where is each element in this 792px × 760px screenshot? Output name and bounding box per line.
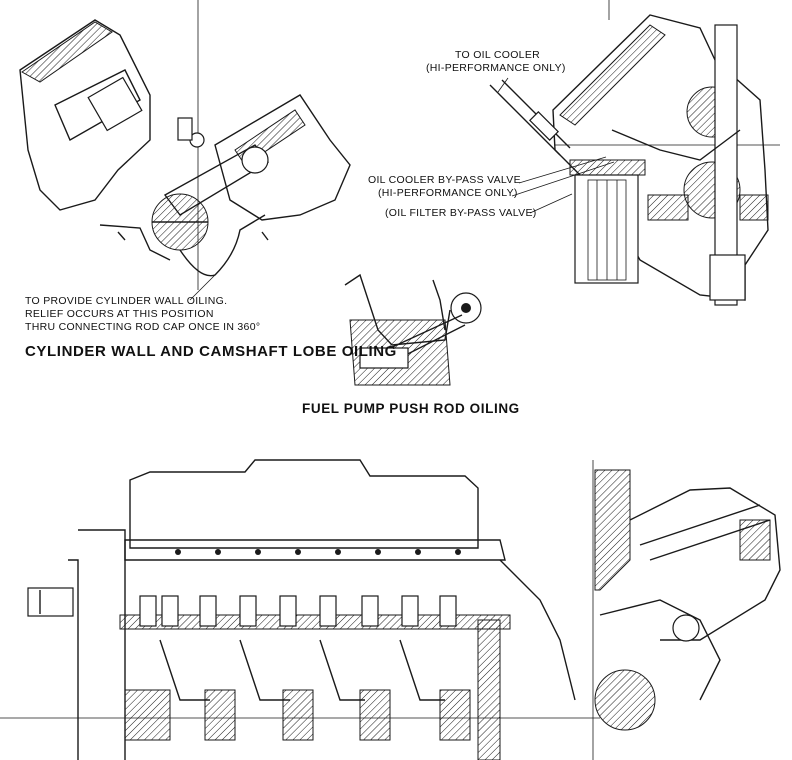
relief-note-line1: TO PROVIDE CYLINDER WALL OILING. [25, 295, 228, 307]
oil-cooler-note: (HI-PERFORMANCE ONLY) [426, 62, 566, 74]
lower-right-section [592, 460, 781, 760]
filter-bypass-label: (OIL FILTER BY-PASS VALVE) [385, 207, 537, 219]
fuel-pump-caption: FUEL PUMP PUSH ROD OILING [302, 401, 520, 416]
oil-cooler-label: TO OIL COOLER [455, 49, 541, 61]
leader-lines [189, 77, 615, 301]
relief-note-line3: THRU CONNECTING ROD CAP ONCE IN 360° [25, 321, 261, 333]
cylinder-wall-caption: CYLINDER WALL AND CAMSHAFT LOBE OILING [25, 343, 397, 360]
cylinder-wall-section [19, 0, 351, 290]
relief-note-line2: RELIEF OCCURS AT THIS POSITION [25, 308, 214, 320]
fuel-pump-section [344, 273, 482, 386]
oil-filter-section [489, 0, 780, 306]
bypass-valve-note: (HI-PERFORMANCE ONLY) [378, 187, 518, 199]
engine-side-view [0, 459, 600, 760]
bypass-valve-label: OIL COOLER BY-PASS VALVE [368, 174, 521, 186]
